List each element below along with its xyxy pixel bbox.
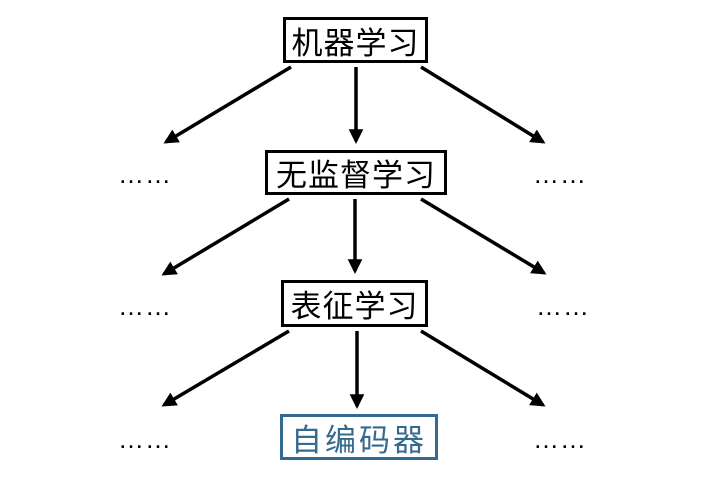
ellipsis-level2-right: …… [533,159,587,189]
ellipsis-level3-right: …… [536,291,590,321]
arrow-root-to-l2-left [163,65,292,144]
arrow-root-to-l2-right [420,65,546,144]
ellipsis-level3-left: …… [118,291,172,321]
arrow-l2-to-l3-left [161,197,290,276]
arrow-l2-to-l3-right [420,197,547,275]
node-machine-learning: 机器学习 [283,17,428,63]
ellipsis-level4-right: …… [533,424,587,454]
ellipsis-level4-left: …… [118,424,172,454]
ellipsis-level2-left: …… [118,159,172,189]
node-representation-learning: 表征学习 [281,280,428,327]
node-unsupervised-learning: 无监督学习 [265,150,447,195]
arrow-l3-to-l4-right [420,329,546,407]
node-autoencoder: 自编码器 [280,414,438,460]
arrow-l3-to-l4-left [161,329,290,407]
